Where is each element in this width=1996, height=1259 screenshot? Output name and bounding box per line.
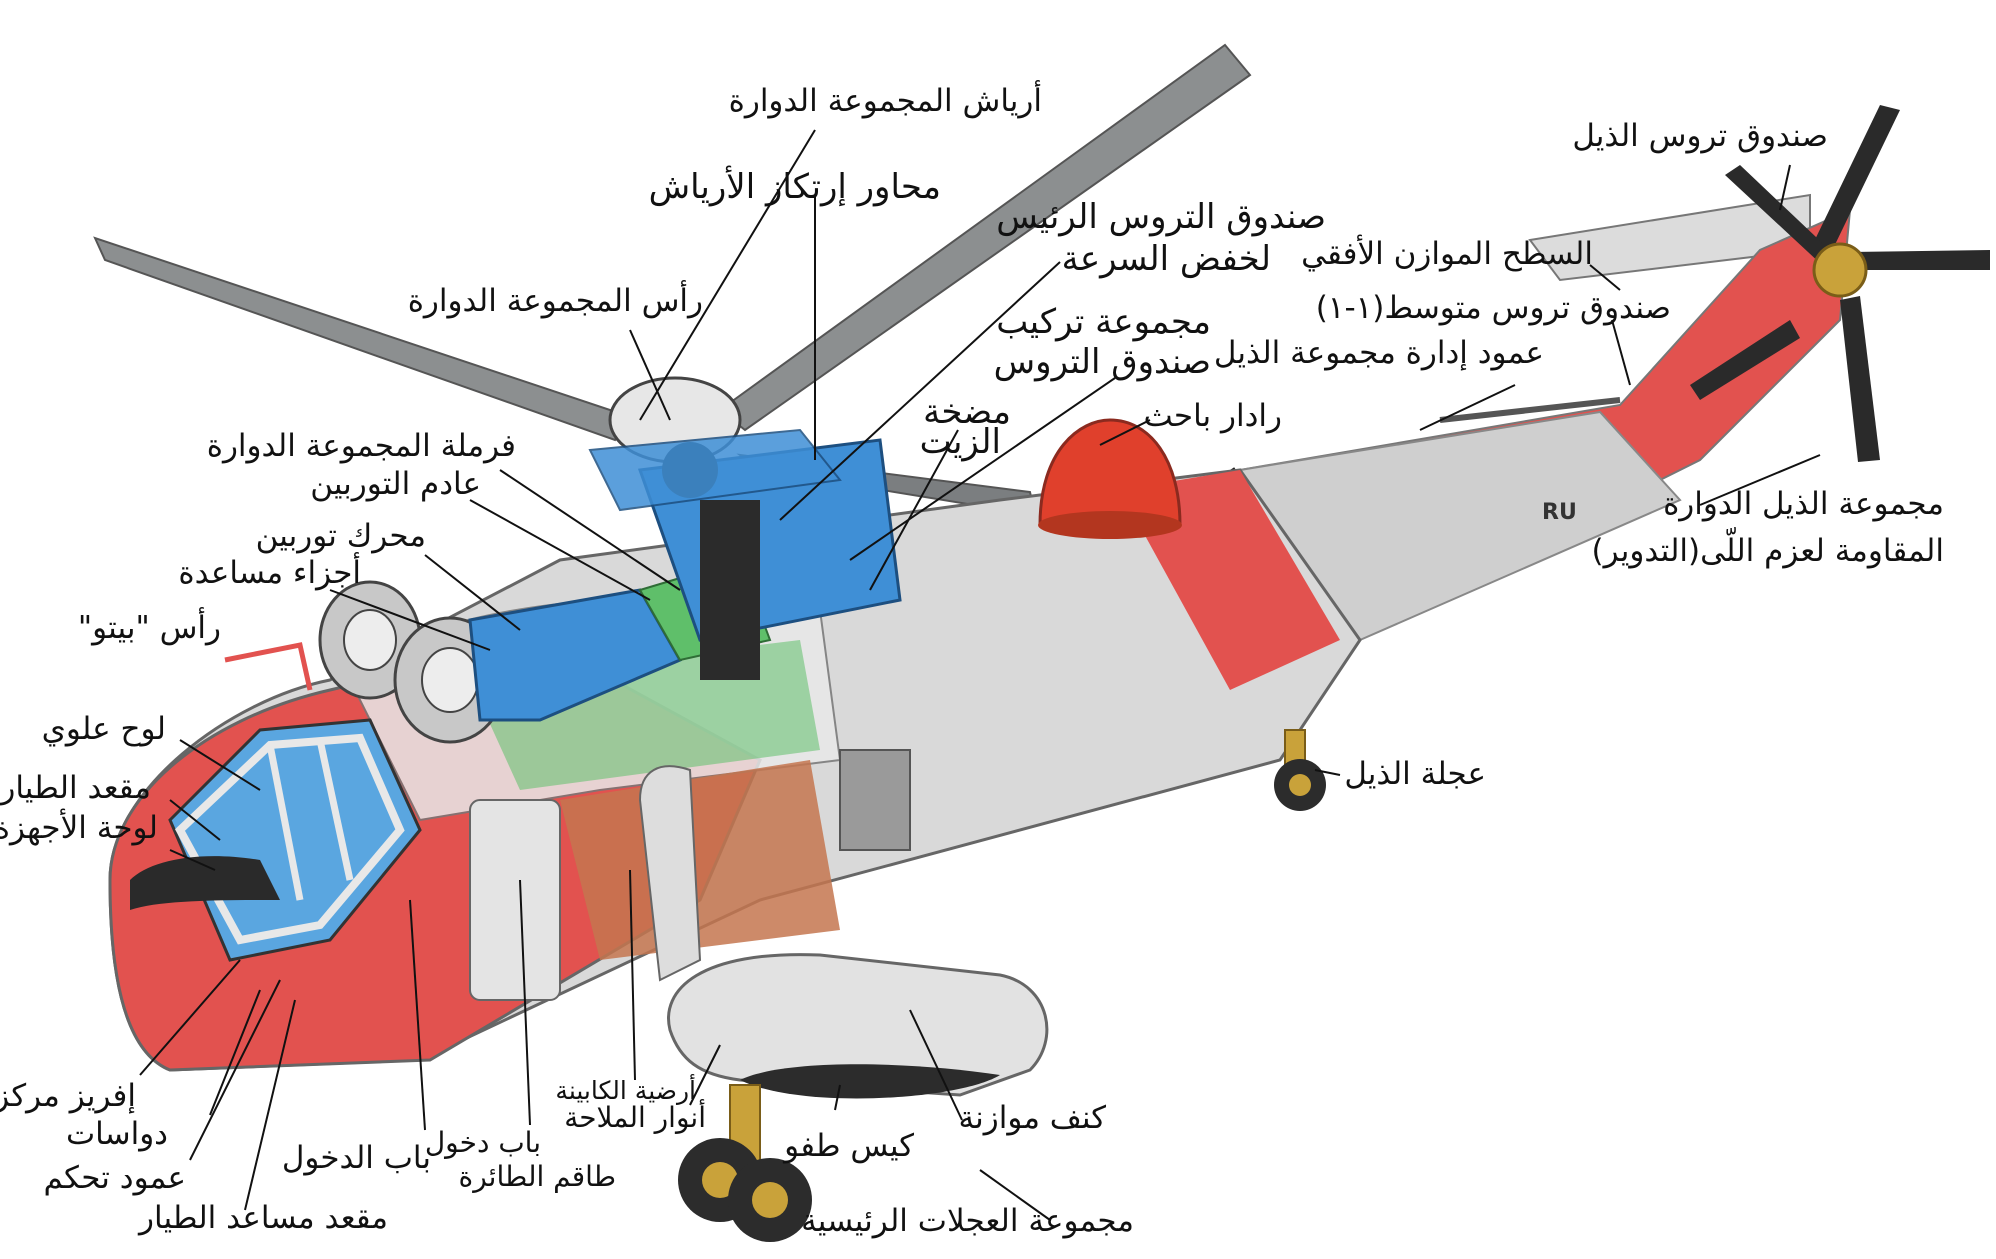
label-rotor-brake: فرملة المجموعة الدوارة [206, 428, 516, 464]
sponson-and-gear [638, 765, 1049, 1242]
label-blade-hinge-pins: محاور إرتكاز الأرياش [648, 167, 941, 207]
label-main-wheels: مجموعة العجلات الرئيسية [801, 1203, 1134, 1239]
label-rotor-blades: أرياش المجموعة الدوارة [728, 83, 1042, 119]
label-pedals: دواسات [66, 1116, 168, 1152]
label-crew-door-line2: طاقم الطائرة [458, 1160, 616, 1193]
radome [1038, 418, 1182, 539]
label-tail-rotor-line2: المقاومة لعزم اللّى(التدوير) [1591, 533, 1944, 569]
label-oil-pump-line2: الزيت [919, 422, 1001, 462]
label-rotor-head: رأس المجموعة الدوارة [407, 283, 703, 319]
label-turbine-exhaust: عادم التوربين [310, 466, 481, 502]
label-instrument-panel: لوحة الأجهزة [0, 810, 158, 846]
label-horizontal-stabilizer: السطح الموازن الأفقي [1301, 236, 1593, 272]
label-pitot-head: رأس "بيتو" [77, 610, 221, 646]
label-main-gearbox-line1: صندوق التروس الرئيس [996, 197, 1326, 237]
tail-rotor [1690, 105, 1990, 462]
label-copilot-seat: مقعد مساعد الطيار [139, 1200, 388, 1236]
label-cabin-floor: أرضية الكابينة [555, 1076, 696, 1105]
label-tail-wheel: عجلة الذيل [1344, 756, 1486, 792]
label-control-column: عمود تحكم [43, 1160, 186, 1196]
gearbox-and-rotor-head [588, 376, 902, 680]
tail-wheel-assembly [1274, 729, 1326, 811]
label-crew-door-line1: باب دخول [424, 1126, 541, 1159]
label-oil-pump-line1: مضخة [923, 392, 1011, 432]
label-gearbox-mount-line2: صندوق التروس [993, 342, 1211, 382]
label-tail-gearbox: صندوق تروس الذيل [1572, 118, 1828, 154]
label-auxiliary-parts: أجزاء مساعدة [178, 555, 361, 591]
label-entry-door: باب الدخول [281, 1140, 431, 1176]
tail-marking: RU [1542, 500, 1577, 525]
pitot-tube [224, 642, 313, 691]
label-tail-drive-shaft: عمود إدارة مجموعة الذيل [1213, 335, 1544, 371]
label-tail-rotor-line1: مجموعة الذيل الدوارة [1663, 486, 1944, 522]
label-central-console: إفريز مركزي [0, 1078, 136, 1114]
label-overhead-panel: لوح علوي [41, 711, 166, 747]
label-gearbox-mount-line1: مجموعة تركيب [996, 302, 1211, 342]
label-sponson: كنف موازنة [958, 1100, 1106, 1136]
label-turbine-engine: محرك توربين [255, 518, 426, 554]
cockpit [130, 718, 422, 962]
label-intermediate-gearbox: صندوق تروس متوسط(١-١) [1315, 290, 1671, 326]
label-search-radar: رادار باحث [1143, 398, 1282, 434]
leader-lines [139, 129, 1821, 1221]
label-pilot-seat: مقعد الطيار [0, 770, 151, 806]
label-flotation-bag: كيس طفو [784, 1128, 914, 1164]
label-navigation-lights: أنوار الملاحة [564, 1101, 706, 1134]
label-main-gearbox-line2: لخفض السرعة [1061, 239, 1271, 279]
